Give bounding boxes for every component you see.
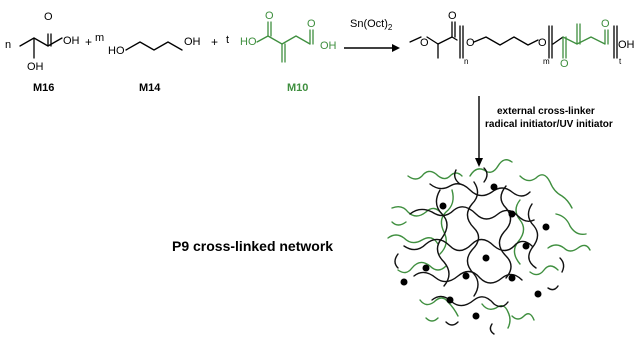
m14-oh: OH bbox=[184, 36, 201, 48]
m10-structure: t HO O O OH M10 bbox=[226, 10, 337, 94]
catalyst-label: Sn(Oct)2 bbox=[350, 18, 393, 32]
m10-label: M10 bbox=[287, 82, 308, 94]
polymer-oh-end: OH bbox=[618, 39, 635, 51]
crosslinked-network bbox=[387, 159, 591, 335]
m16-label: M16 bbox=[33, 82, 54, 94]
m16-structure: O OH OH n M16 bbox=[5, 11, 80, 94]
m10-ho: HO bbox=[240, 36, 257, 48]
repeat-subscript-m: m bbox=[543, 57, 550, 66]
polymer-o-green: O bbox=[601, 18, 610, 30]
m14-label: M14 bbox=[139, 82, 161, 94]
polymer-o: O bbox=[420, 37, 429, 49]
m16-carbonyl-o: O bbox=[44, 11, 53, 23]
reaction-arrow: Sn(Oct)2 bbox=[344, 18, 400, 52]
polymer-o: O bbox=[538, 37, 547, 49]
polymer-o: O bbox=[448, 10, 457, 22]
m14-structure: m HO OH M14 bbox=[95, 32, 201, 94]
m10-right-o: O bbox=[307, 18, 316, 30]
plus-sign: + bbox=[85, 35, 92, 49]
crosslink-condition-2: radical initiator/UV initiator bbox=[485, 119, 613, 130]
repeat-subscript-t: t bbox=[619, 57, 622, 66]
m10-coefficient: t bbox=[226, 34, 229, 46]
crosslink-condition-1: external cross-linker bbox=[497, 106, 595, 117]
polymer-product: O O O O O O n m t OH bbox=[409, 10, 635, 70]
repeat-subscript-n: n bbox=[464, 57, 468, 66]
m16-alcohol-oh: OH bbox=[27, 61, 44, 73]
m16-coefficient: n bbox=[5, 39, 11, 51]
m10-left-o: O bbox=[265, 10, 274, 22]
network-label: P9 cross-linked network bbox=[172, 238, 333, 254]
polymer-o-green: O bbox=[560, 58, 569, 70]
m14-ho: HO bbox=[108, 45, 125, 57]
crosslink-arrow bbox=[475, 96, 483, 167]
polymer-o: O bbox=[466, 37, 475, 49]
m14-coefficient: m bbox=[95, 32, 104, 44]
m16-acid-oh: OH bbox=[63, 35, 80, 47]
m10-oh: OH bbox=[320, 40, 337, 52]
plus-sign: + bbox=[211, 35, 218, 49]
